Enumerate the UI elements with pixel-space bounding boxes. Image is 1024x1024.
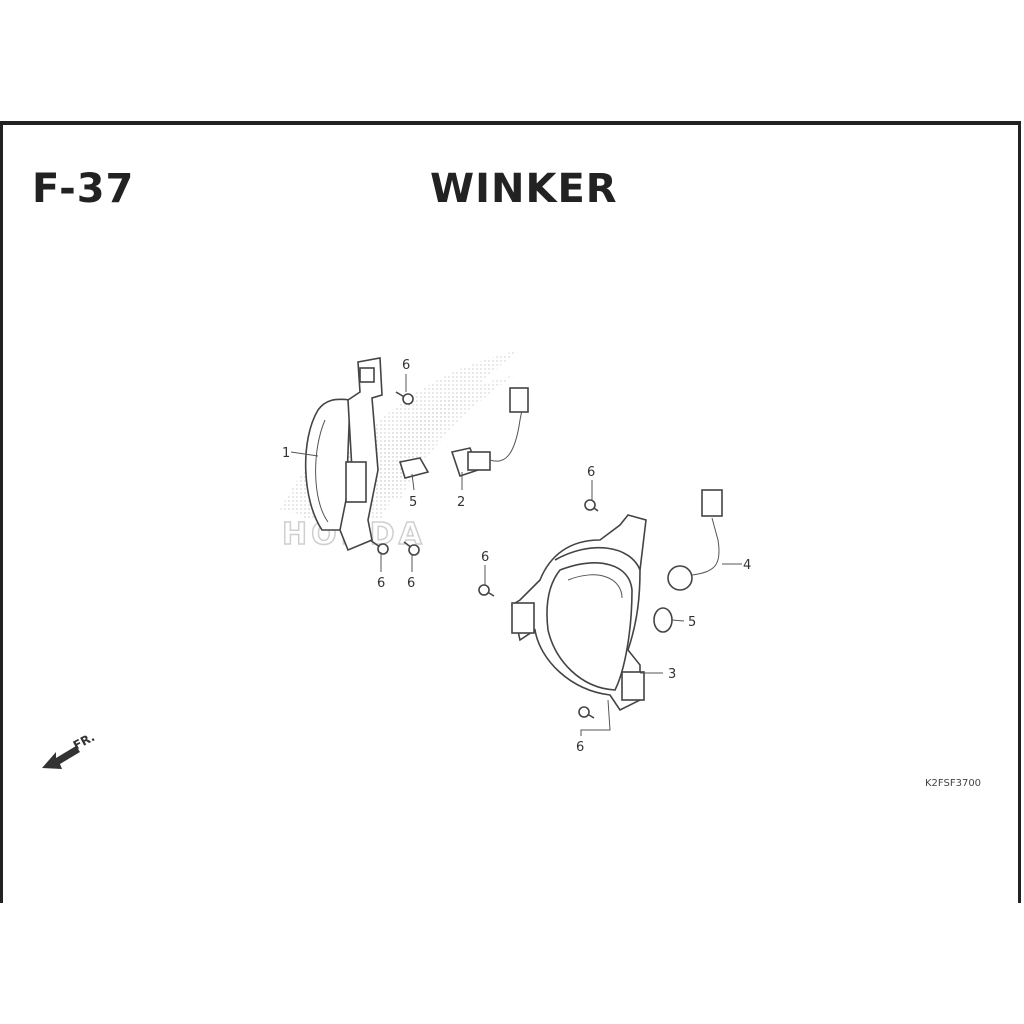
callout-6: 6 (377, 576, 385, 591)
right-winker-assembly (511, 514, 647, 712)
screw (369, 539, 389, 555)
screw (578, 706, 595, 719)
front-direction-arrow: FR. (42, 730, 97, 769)
screw (478, 584, 495, 597)
callout-6: 6 (587, 465, 595, 480)
arrow-icon (42, 746, 80, 769)
callout-1: 1 (282, 446, 290, 461)
callout-5: 5 (409, 495, 417, 510)
diagram-frame (0, 121, 1021, 903)
screw (403, 541, 420, 556)
diagram-code: K2FSF3700 (925, 778, 982, 789)
callout-2: 2 (457, 495, 465, 510)
screw (395, 391, 414, 405)
right-socket-harness (667, 489, 723, 591)
callouts: 1 2 3 4 5 5 6 6 6 6 6 6 (282, 358, 751, 755)
callout-3: 3 (668, 667, 676, 682)
page-title: WINKER (430, 166, 618, 212)
leader-lines (290, 374, 742, 736)
left-socket-harness (450, 387, 529, 478)
callout-6: 6 (481, 550, 489, 565)
page-code: F-37 (32, 166, 135, 212)
callout-5: 5 (688, 615, 696, 630)
left-winker-assembly (304, 357, 383, 552)
direction-label: FR. (71, 730, 97, 753)
callout-4: 4 (743, 558, 751, 573)
callout-6: 6 (576, 740, 584, 755)
screw (584, 499, 599, 512)
callout-6: 6 (402, 358, 410, 373)
callout-6: 6 (407, 576, 415, 591)
bulbs (398, 457, 673, 633)
screws (369, 391, 599, 719)
